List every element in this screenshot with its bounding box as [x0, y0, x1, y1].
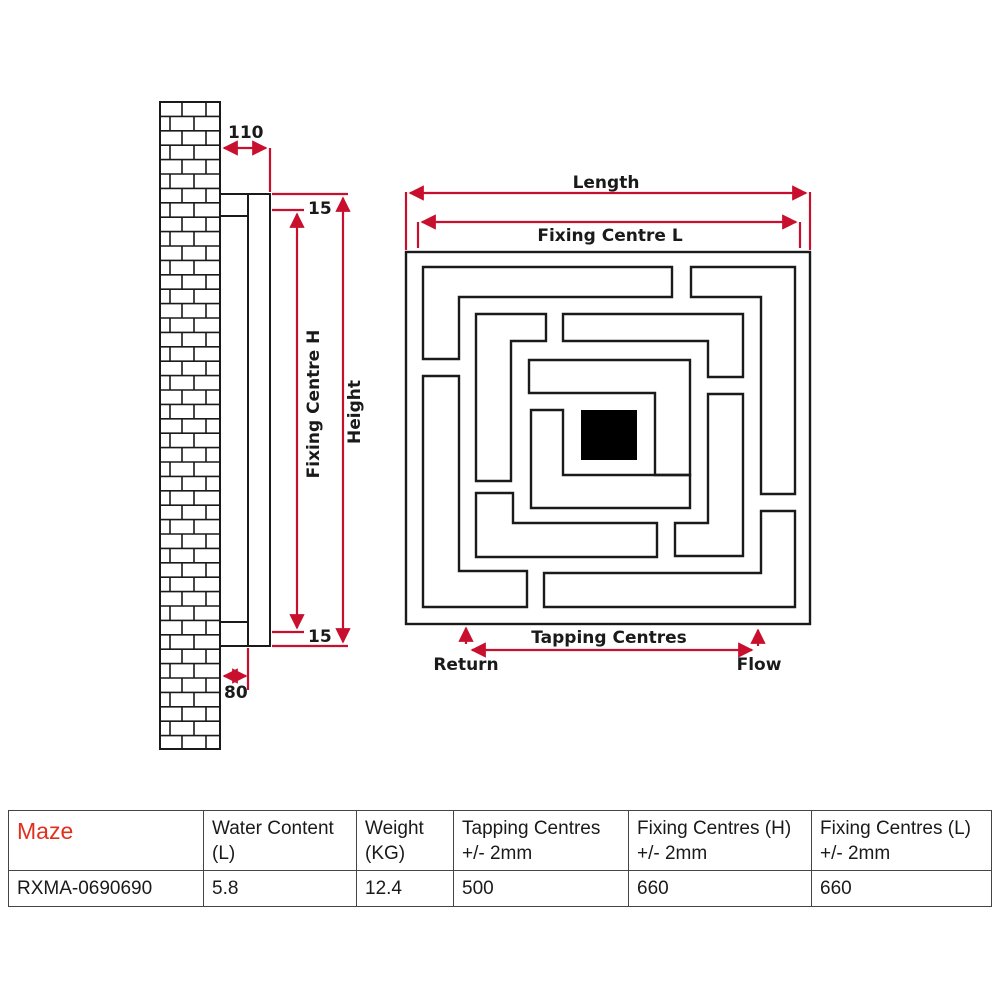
fixing-centres-l-value: 660: [811, 870, 992, 908]
water-content-value: 5.8: [203, 870, 357, 908]
header-water-content: Water Content (L): [203, 809, 357, 872]
radiator-technical-diagram: 110 80 15 15 Fixing Centre H Height Leng…: [159, 101, 812, 750]
header-fixing-centres-l: Fixing Centres (L) +/- 2mm: [811, 809, 992, 872]
radiator-front-view: [404, 250, 812, 626]
header-line: Water Content: [212, 818, 334, 839]
header-unit: (L): [212, 842, 236, 864]
weight-value: 12.4: [356, 870, 454, 908]
product-code: RXMA-0690690: [8, 870, 204, 908]
model-name: Maze: [17, 818, 74, 844]
header-fixing-centres-h: Fixing Centres (H) +/- 2mm: [628, 809, 812, 872]
fixing-centre-l-label: Fixing Centre L: [537, 226, 682, 246]
tapping-centres-label: Tapping Centres: [531, 628, 687, 648]
wall-gap-label: 110: [228, 123, 264, 143]
specification-table: Maze Water Content (L) Weight (KG) Tappi…: [8, 809, 992, 908]
header-line: Tapping Centres: [462, 818, 601, 839]
header-line: Fixing Centres (L): [820, 818, 971, 839]
header-unit: +/- 2mm: [820, 842, 891, 864]
brick-wall: [159, 101, 221, 750]
header-unit: +/- 2mm: [462, 842, 533, 864]
front-dimensions: [404, 185, 812, 658]
header-unit: (KG): [365, 842, 406, 864]
flow-label: Flow: [737, 655, 782, 675]
bottom-bracket: [219, 621, 249, 647]
top-bracket: [219, 193, 249, 217]
radiator-side-profile: [219, 193, 271, 647]
tapping-centres-value: 500: [453, 870, 629, 908]
height-label: Height: [345, 380, 365, 444]
fixing-centre-h-label: Fixing Centre H: [304, 330, 324, 479]
table-header-row: Maze Water Content (L) Weight (KG) Tappi…: [8, 809, 992, 872]
model-name-cell: Maze: [8, 809, 204, 872]
fixing-centres-h-value: 660: [628, 870, 812, 908]
length-label: Length: [573, 173, 640, 193]
header-weight: Weight (KG): [356, 809, 454, 872]
header-line: Fixing Centres (H): [637, 818, 792, 839]
header-tapping-centres: Tapping Centres +/- 2mm: [453, 809, 629, 872]
return-label: Return: [433, 655, 498, 675]
bottom-offset-label: 15: [308, 627, 332, 647]
header-line: Weight: [365, 818, 424, 839]
top-offset-label: 15: [308, 199, 332, 219]
table-row: RXMA-0690690 5.8 12.4 500 660 660: [8, 870, 992, 908]
bracket-depth-label: 80: [224, 683, 248, 703]
side-dimensions: [222, 140, 351, 690]
header-unit: +/- 2mm: [637, 842, 708, 864]
